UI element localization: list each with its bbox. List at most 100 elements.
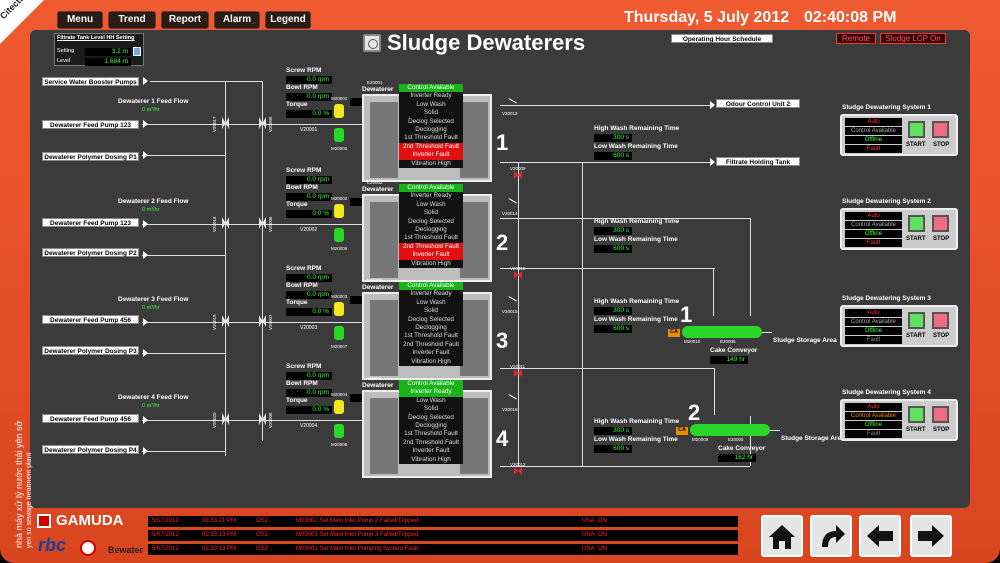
polymer-dosing-p3-button[interactable]: Dewaterer Polymer Dosing P3: [42, 346, 139, 355]
high-wash-label: High Wash Remaining Time: [594, 418, 680, 425]
stop-button[interactable]: [932, 312, 949, 329]
polymer-pipe: [142, 353, 226, 354]
start-button[interactable]: [908, 312, 925, 329]
motor-icon[interactable]: [334, 302, 344, 316]
filtrate-holding-button[interactable]: Filtrate Holding Tank: [716, 157, 800, 166]
alarm-button[interactable]: Alarm: [214, 11, 260, 29]
valve-icon[interactable]: [506, 394, 517, 404]
system-status-fault: Fault: [845, 430, 902, 438]
report-button[interactable]: Report: [161, 11, 209, 29]
valve-icon[interactable]: [222, 117, 229, 129]
valve-icon[interactable]: [514, 467, 522, 475]
stop-button[interactable]: [932, 215, 949, 232]
motor-icon[interactable]: [334, 204, 344, 218]
feed-pump-1-button[interactable]: Dewaterer Feed Pump 123: [42, 120, 139, 129]
conveyor-belt[interactable]: [690, 424, 770, 436]
home-button[interactable]: [761, 515, 803, 557]
filtrate-setting-value[interactable]: 3.2 m: [85, 48, 131, 56]
valve-icon[interactable]: [259, 217, 266, 229]
valve-label: V20020: [212, 412, 217, 428]
legend-button[interactable]: Legend: [265, 11, 311, 29]
menu-button[interactable]: Menu: [57, 11, 103, 29]
system-status-control: Control Available: [845, 318, 902, 326]
stop-label: STOP: [933, 236, 950, 242]
torque-value: 0.0 %: [286, 210, 332, 218]
forward-button[interactable]: [910, 515, 952, 557]
high-wash-value: 300 s: [594, 134, 632, 142]
filtrate-title: Filtrate Tank Level HH Setting: [57, 35, 135, 41]
odour-control-button[interactable]: Odour Control Unit 2: [716, 99, 800, 108]
status-1: Inverter Ready: [399, 388, 463, 397]
redo-arrow-icon: [822, 525, 845, 547]
operating-hour-schedule-button[interactable]: Operating Hour Schedule: [671, 34, 773, 43]
pump-icon[interactable]: [334, 424, 344, 438]
status-5: Declogging: [399, 422, 463, 431]
pump-icon[interactable]: [334, 128, 344, 142]
valve-icon[interactable]: [514, 369, 522, 377]
valve-icon[interactable]: [222, 217, 229, 229]
back-button[interactable]: [859, 515, 901, 557]
start-label: START: [906, 427, 926, 433]
valve-label: V20005: [268, 116, 273, 132]
system-status-offline: Offline: [845, 421, 902, 429]
high-wash-value: 300 s: [594, 227, 632, 235]
bowl-rpm-label: Bowl RPM: [286, 282, 318, 289]
remote-indicator: Remote: [836, 33, 876, 44]
valve-icon[interactable]: [506, 296, 517, 306]
start-button[interactable]: [908, 215, 925, 232]
gamuda-logo-icon: [37, 514, 51, 528]
valve-icon[interactable]: [259, 315, 266, 327]
valve-label: V20001: [300, 127, 318, 133]
filtrate-level-label: Level: [57, 58, 71, 64]
stop-button[interactable]: [932, 406, 949, 423]
pump-icon[interactable]: [334, 326, 344, 340]
valve-icon[interactable]: [259, 117, 266, 129]
arrow-icon: [710, 158, 715, 166]
stop-button[interactable]: [932, 121, 949, 138]
stop-label: STOP: [933, 427, 950, 433]
pipe-service-water: [150, 81, 262, 82]
alarm-area: OS2: [256, 532, 269, 538]
valve-icon[interactable]: [506, 98, 517, 108]
edit-icon[interactable]: [133, 47, 141, 56]
alarm-date: 5/07/2012: [152, 532, 179, 538]
valve-icon[interactable]: [222, 413, 229, 425]
valve-icon[interactable]: [259, 413, 266, 425]
polymer-dosing-p1-button[interactable]: Dewaterer Polymer Dosing P1: [42, 152, 139, 161]
redo-button[interactable]: [810, 515, 852, 557]
conveyor-belt[interactable]: [682, 326, 762, 338]
alarm-on: ON: [598, 532, 607, 538]
arrow-icon: [143, 220, 148, 228]
motor-icon[interactable]: [334, 104, 344, 118]
screw-rpm-label: Screw RPM: [286, 167, 322, 174]
pump-icon[interactable]: [334, 228, 344, 242]
machine-panel: [370, 102, 398, 178]
feed-pump-4-button[interactable]: Dewaterer Feed Pump 456: [42, 414, 139, 423]
polymer-dosing-p4-button[interactable]: Dewaterer Polymer Dosing P4: [42, 445, 139, 454]
system-status-fault: Fault: [845, 145, 902, 153]
equipment-label: E20002: [367, 180, 383, 185]
info-icon[interactable]: [363, 34, 381, 52]
valve-icon[interactable]: [514, 171, 522, 179]
current-time: 02:40:08 PM: [804, 9, 897, 26]
valve-icon[interactable]: [514, 271, 522, 279]
polymer-dosing-p2-button[interactable]: Dewaterer Polymer Dosing P2: [42, 248, 139, 257]
start-button[interactable]: [908, 121, 925, 138]
feed-pump-2-button[interactable]: Dewaterer Feed Pump 123: [42, 218, 139, 227]
start-button[interactable]: [908, 406, 925, 423]
service-water-button[interactable]: Service Water Booster Pumps: [42, 77, 139, 86]
unit-number: 3: [496, 328, 509, 353]
alarm-time: 02:33:13 PM: [202, 546, 237, 552]
valve-icon[interactable]: [222, 315, 229, 327]
system-title: Sludge Dewatering System 3: [842, 295, 931, 302]
motor-icon[interactable]: [334, 400, 344, 414]
pump-label: M20006: [331, 246, 348, 251]
valve-icon[interactable]: [506, 198, 517, 208]
feed-pump-3-button[interactable]: Dewaterer Feed Pump 456: [42, 315, 139, 324]
unit-number: 4: [496, 426, 509, 451]
current-date: Thursday, 5 July 2012: [624, 9, 790, 26]
trend-button[interactable]: Trend: [108, 11, 156, 29]
